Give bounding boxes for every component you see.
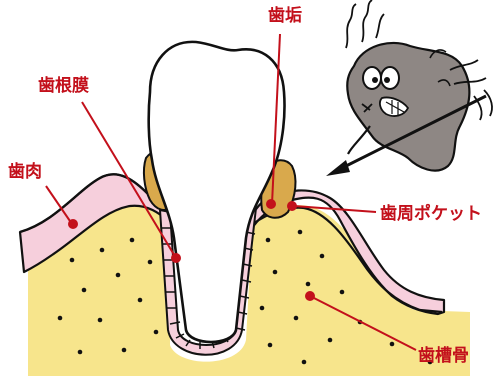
label-periodontal-pocket: 歯周ポケット (380, 206, 482, 223)
label-plaque: 歯垢 (268, 8, 302, 25)
germ-arm (348, 126, 370, 154)
bacteria-germ-character (347, 43, 469, 171)
label-gingiva: 歯肉 (8, 164, 42, 181)
germ-eye-left (363, 67, 381, 89)
germ-eye-right (381, 67, 399, 89)
label-alveolar-bone: 歯槽骨 (418, 348, 469, 365)
label-periodontal-ligament: 歯根膜 (38, 78, 89, 95)
